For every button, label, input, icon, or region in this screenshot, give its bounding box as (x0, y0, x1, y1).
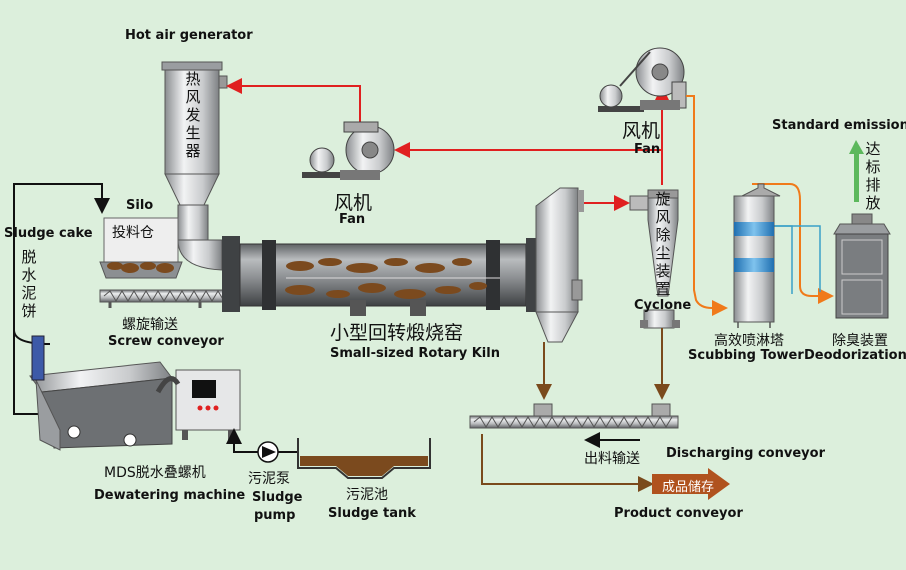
hot-air-generator (161, 61, 228, 271)
kiln-sludge (285, 258, 487, 299)
hot-air-lines (226, 78, 670, 211)
silo (99, 217, 183, 279)
fan-top-en-label: Fan (634, 142, 661, 157)
screw-conveyor-cn-label: 螺旋输送 (122, 317, 178, 333)
product-conveyor-en-label: Product conveyor (614, 506, 743, 521)
standard-emission-en-label: Standard emission (772, 118, 906, 133)
mds-cn-label: MDS脱水叠螺机 (104, 465, 206, 481)
sludge-cake-en-label: Sludge cake (4, 226, 93, 241)
cyclone-cn-label: 旋风除尘装置 (655, 190, 671, 298)
cyclone-en-label: Cyclone (634, 298, 692, 313)
emission-arrow (849, 140, 864, 202)
product-storage-cn-label: 成品储存 (662, 480, 715, 495)
silo-en-label: Silo (126, 198, 154, 213)
fan-left-cn-label: 风机 (334, 192, 373, 214)
fan-top-cn-label: 风机 (622, 120, 661, 142)
fan-left (302, 121, 395, 180)
screw-conveyor-en-label: Screw conveyor (108, 334, 224, 349)
scrubbing-tower-en-label: Scubbing Tower (688, 348, 804, 363)
sludge-tank-cn-label: 污泥池 (346, 487, 388, 503)
standard-emission-cn-label: 达标排放 (865, 140, 881, 212)
material-lines (481, 328, 670, 492)
screw-conveyor (99, 289, 239, 308)
scrubbing-tower-cn-label: 高效喷淋塔 (714, 333, 784, 349)
discharging-conveyor-cn-label: 出料输送 (584, 451, 640, 467)
product-storage-arrow (652, 468, 730, 500)
silo-cn-label: 投料仓 (112, 225, 154, 241)
kiln-discharge-hood (535, 187, 584, 343)
sludge-cake-cn-label: 脱水泥饼 (21, 248, 37, 320)
hot-air-generator-cn-label: 热风发生器 (185, 70, 201, 160)
sludge-pump-line (226, 428, 298, 453)
scrubbing-tower (733, 183, 781, 328)
mds-en-label: Dewatering machine (94, 488, 246, 503)
deodorization-en-label: Deodorization (804, 348, 906, 363)
kiln-cn-label: 小型回转煅烧窑 (330, 322, 464, 344)
deodorization-cn-label: 除臭装置 (832, 333, 888, 349)
water-lines (772, 225, 821, 294)
sludge-pump-cn-label: 污泥泵 (248, 471, 290, 487)
sludge-pump-en-label-2: pump (254, 508, 296, 523)
kiln-en-label: Small-sized Rotary Kiln (330, 346, 500, 361)
cyclone (629, 189, 680, 329)
sludge-pump (257, 441, 279, 463)
rotary-kiln (222, 236, 536, 316)
fan-left-en-label: Fan (339, 212, 366, 227)
sludge-pump-en-label-1: Sludge (252, 490, 303, 505)
scrub-lines (686, 95, 834, 316)
sludge-tank (297, 438, 431, 479)
sludge-tank-en-label: Sludge tank (328, 506, 416, 521)
discharging-conveyor-en-label: Discharging conveyor (666, 446, 825, 461)
deodorization-unit (833, 213, 891, 319)
fan-top (598, 47, 687, 112)
discharging-conveyor (469, 403, 679, 448)
mds-dewatering-machine (29, 335, 241, 451)
hot-air-generator-label: Hot air generator (125, 28, 253, 43)
